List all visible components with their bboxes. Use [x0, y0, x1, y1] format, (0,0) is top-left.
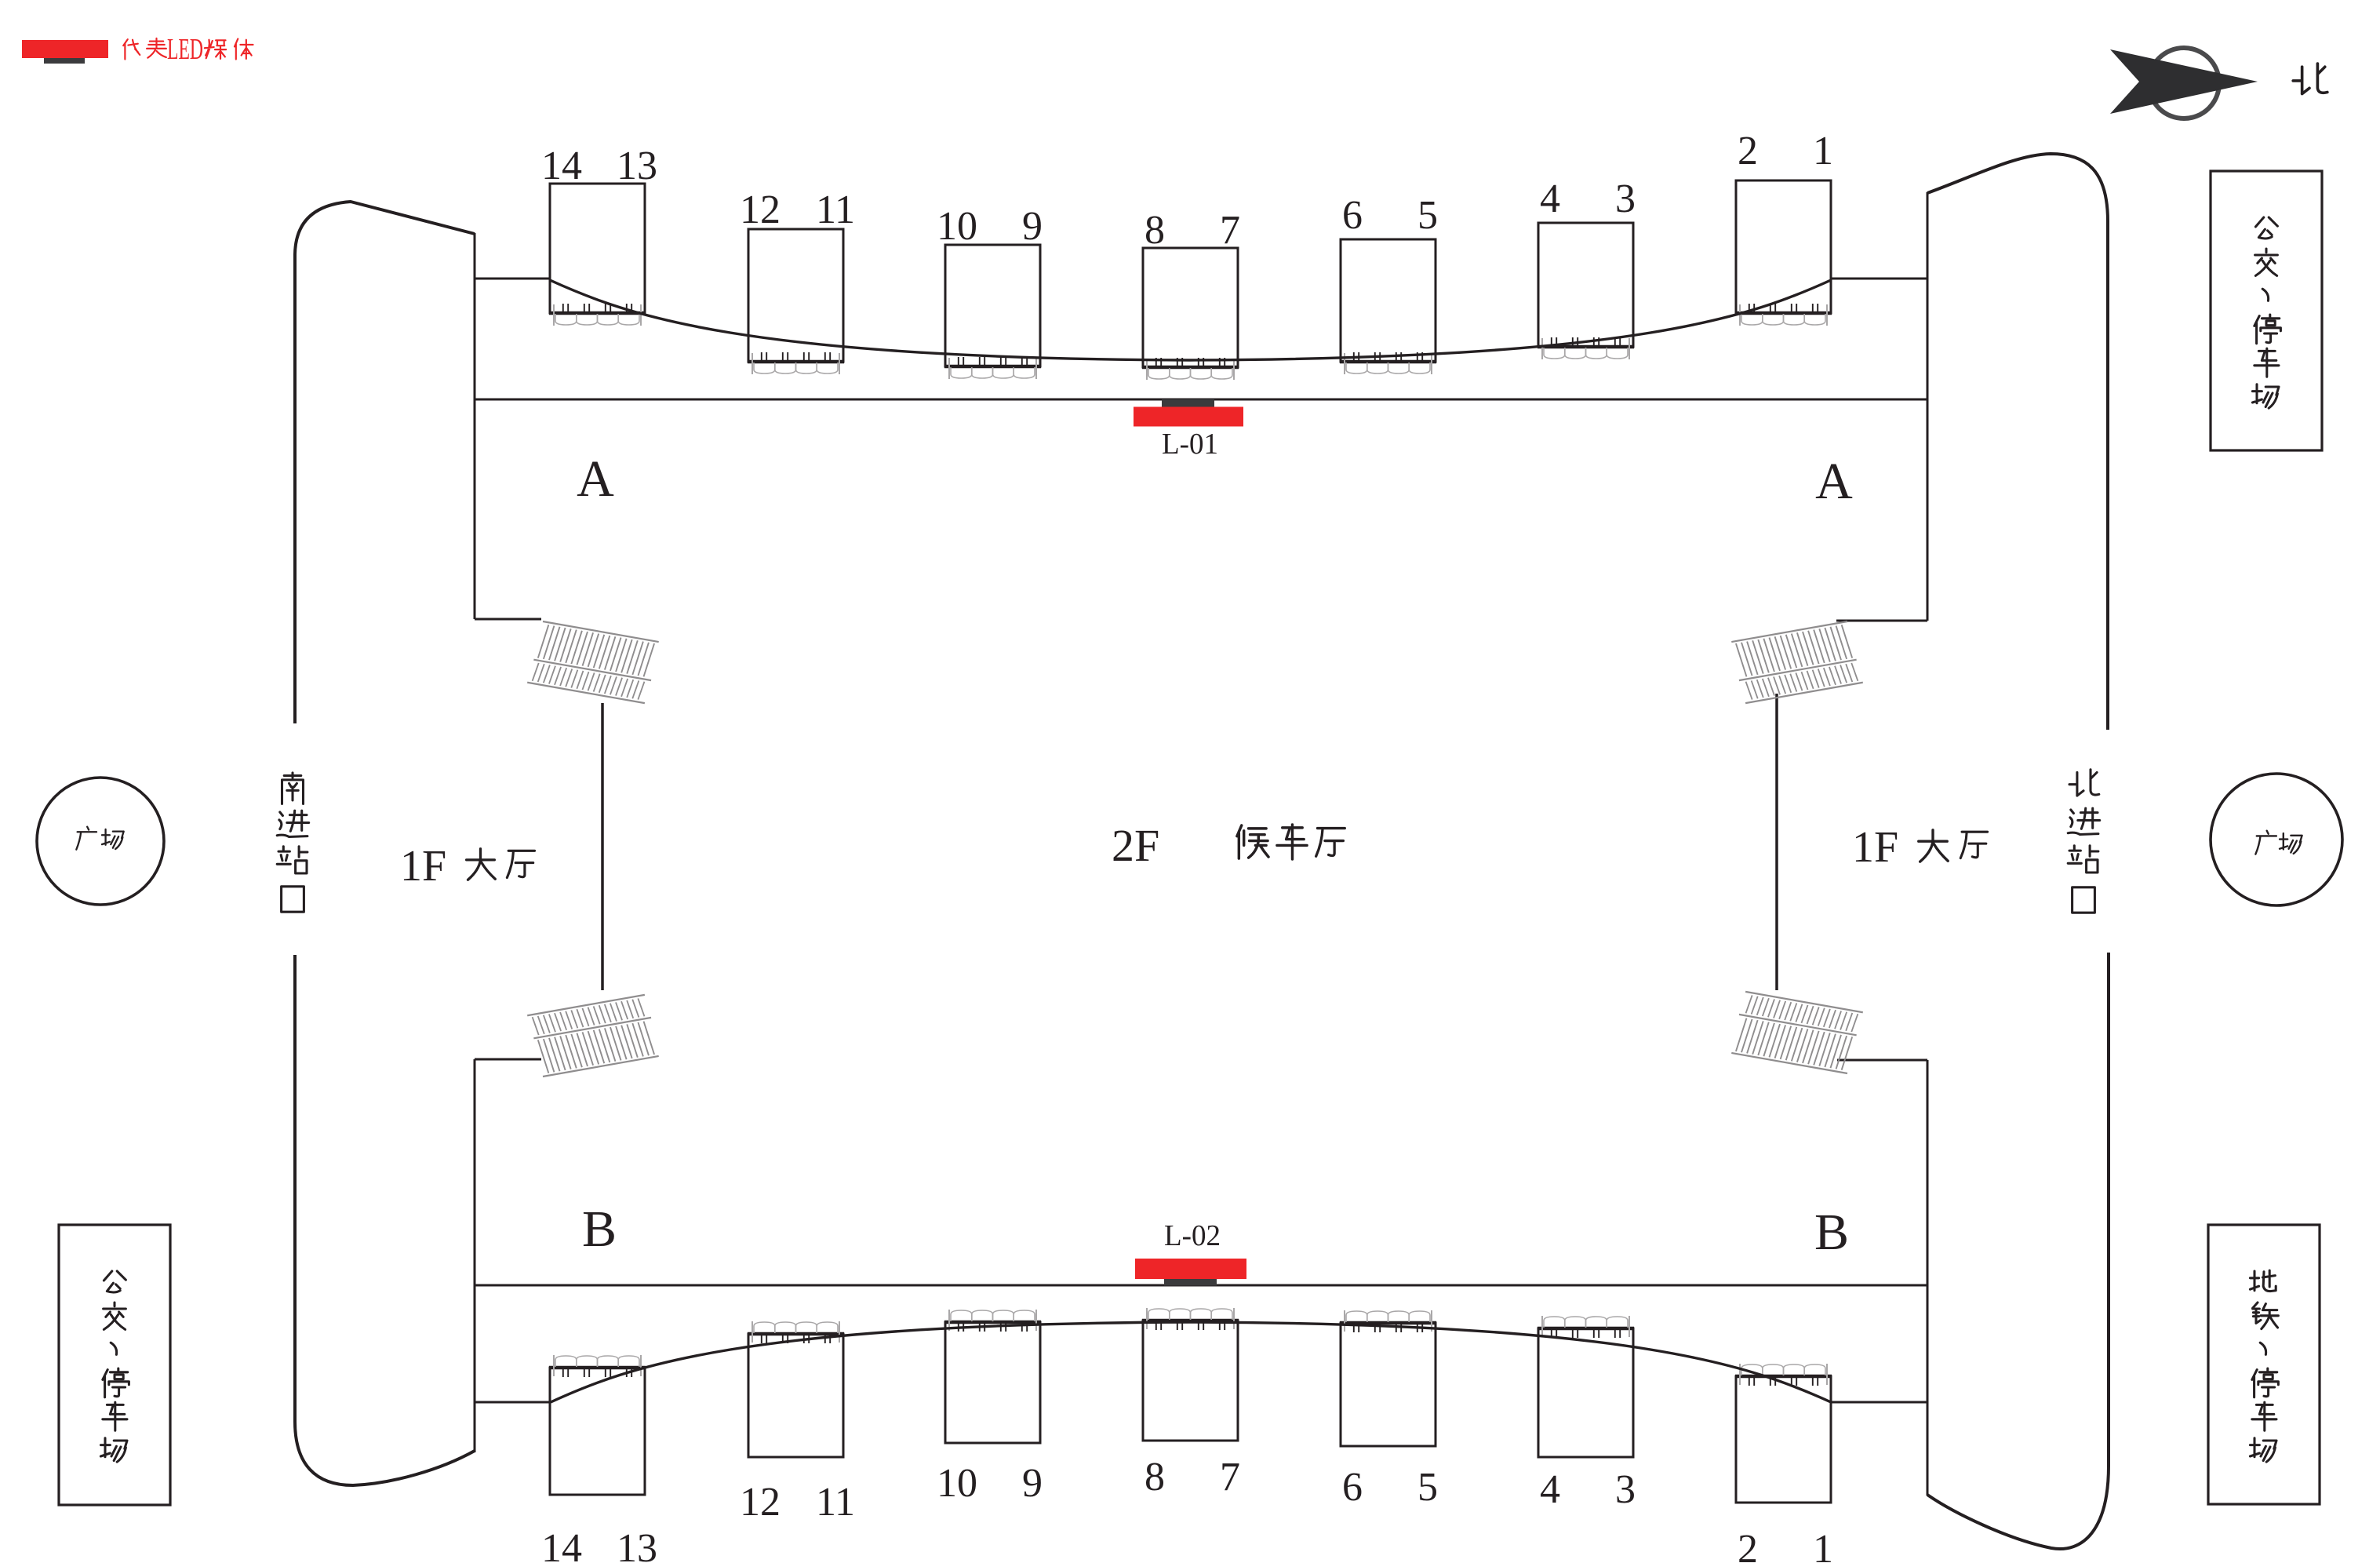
- svg-text:9: 9: [1022, 204, 1043, 249]
- svg-text:2: 2: [1738, 129, 1758, 173]
- svg-text:13: 13: [617, 1526, 657, 1563]
- svg-text:B: B: [582, 1200, 617, 1258]
- svg-text:1F: 1F: [400, 842, 446, 891]
- svg-text:B: B: [1814, 1204, 1849, 1261]
- svg-text:L-02: L-02: [1164, 1219, 1221, 1252]
- svg-text:1: 1: [1813, 1527, 1833, 1563]
- svg-text:14: 14: [541, 144, 582, 188]
- svg-text:1F: 1F: [1852, 823, 1898, 872]
- svg-text:11: 11: [816, 1480, 855, 1525]
- svg-text:8: 8: [1145, 1455, 1165, 1499]
- svg-text:14: 14: [541, 1526, 582, 1563]
- svg-text:6: 6: [1342, 1465, 1363, 1510]
- svg-text:LED: LED: [167, 33, 203, 66]
- svg-text:3: 3: [1615, 177, 1636, 221]
- svg-text:5: 5: [1417, 193, 1438, 238]
- svg-text:2F: 2F: [1112, 820, 1159, 871]
- svg-text:2: 2: [1738, 1527, 1758, 1563]
- svg-text:9: 9: [1022, 1461, 1043, 1506]
- svg-text:5: 5: [1417, 1465, 1438, 1510]
- svg-text:10: 10: [937, 204, 977, 249]
- svg-text:11: 11: [816, 188, 855, 232]
- svg-text:1: 1: [1813, 129, 1833, 173]
- svg-text:12: 12: [740, 1480, 781, 1525]
- svg-text:6: 6: [1342, 193, 1363, 238]
- svg-text:13: 13: [617, 144, 657, 188]
- svg-text:7: 7: [1220, 208, 1240, 253]
- svg-text:12: 12: [740, 188, 781, 232]
- svg-text:4: 4: [1540, 1467, 1560, 1512]
- svg-text:A: A: [577, 450, 614, 508]
- svg-text:4: 4: [1540, 177, 1560, 221]
- svg-text:8: 8: [1145, 208, 1165, 253]
- svg-text:10: 10: [937, 1461, 977, 1506]
- svg-text:L-01: L-01: [1162, 428, 1218, 461]
- svg-text:7: 7: [1220, 1455, 1240, 1499]
- svg-text:A: A: [1815, 453, 1853, 510]
- svg-text:3: 3: [1615, 1467, 1636, 1512]
